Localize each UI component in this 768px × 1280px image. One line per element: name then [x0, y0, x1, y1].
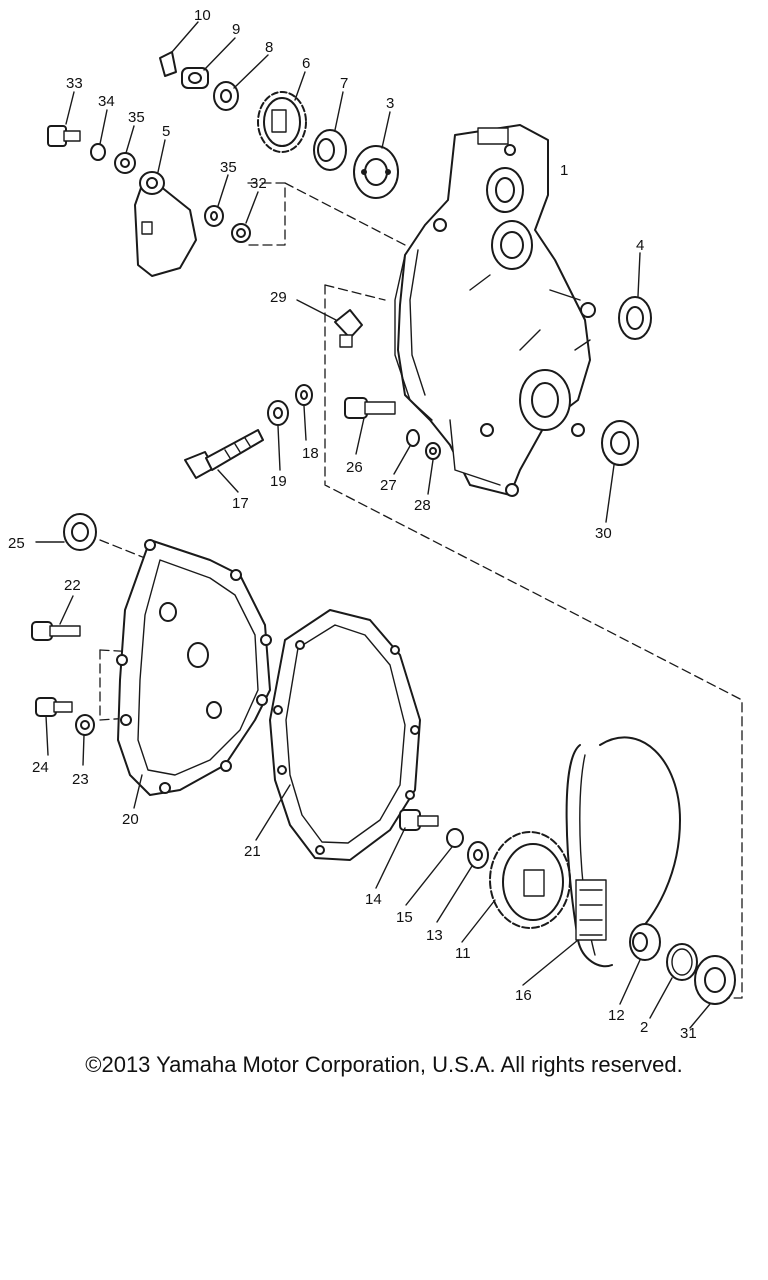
part-label-17: 17 [232, 495, 249, 512]
part-label-26: 26 [346, 459, 363, 476]
part-label-24: 24 [32, 759, 49, 776]
part-30-oil-seal [601, 420, 639, 466]
part-11-sprocket [489, 831, 571, 929]
part-label-9: 9 [232, 21, 240, 38]
part-label-33: 33 [66, 75, 83, 92]
part-label-7: 7 [340, 75, 348, 92]
part-16-chain [565, 736, 681, 968]
part-10-cotter-pin [159, 51, 177, 77]
part-25-seal [63, 513, 97, 551]
part-13-washer [467, 841, 489, 869]
part-32-nut [231, 223, 251, 243]
part-label-6: 6 [302, 55, 310, 72]
part-14-bolt [399, 809, 439, 831]
part-31-bearing [694, 955, 736, 1005]
part-2-circlip [666, 943, 698, 981]
part-5-bracket [134, 171, 197, 277]
part-label-15: 15 [396, 909, 413, 926]
part-33-bolt [47, 125, 81, 147]
part-26-bolt [344, 397, 396, 419]
part-label-14: 14 [365, 891, 382, 908]
part-label-22: 22 [64, 577, 81, 594]
part-label-27: 27 [380, 477, 397, 494]
part-22-bolt [31, 621, 81, 641]
part-35-washer-lower [204, 205, 224, 227]
part-label-12: 12 [608, 1007, 625, 1024]
leader-lines [35, 21, 711, 1029]
part-label-28: 28 [414, 497, 431, 514]
part-15-nut [446, 828, 464, 848]
part-19-nut [267, 400, 289, 426]
copyright-notice: ©2013 Yamaha Motor Corporation, U.S.A. A… [85, 1052, 683, 1077]
part-label-34: 34 [98, 93, 115, 110]
part-label-1: 1 [560, 162, 568, 179]
part-label-8: 8 [265, 39, 273, 56]
part-28-washer [425, 442, 441, 460]
part-label-23: 23 [72, 771, 89, 788]
part-label-4: 4 [636, 237, 644, 254]
part-label-35-lower: 35 [220, 159, 237, 176]
part-12-collar [629, 923, 661, 961]
part-labels: 10 9 8 6 7 3 1 33 34 35 5 35 32 29 4 30 … [8, 7, 697, 1040]
part-7-collar [313, 129, 347, 171]
part-label-19: 19 [270, 473, 287, 490]
part-35-washer [114, 152, 136, 174]
part-label-2: 2 [640, 1019, 648, 1036]
part-label-20: 20 [122, 811, 139, 828]
part-34-spring-washer [90, 143, 106, 161]
part-label-31: 31 [680, 1025, 697, 1040]
gear-case-housing [394, 124, 596, 497]
part-23-washer [75, 714, 95, 736]
part-17-long-bolt [184, 429, 264, 479]
part-label-29: 29 [270, 289, 287, 306]
part-18-washer [295, 384, 313, 406]
part-4-oil-seal [618, 296, 652, 340]
part-label-10: 10 [194, 7, 211, 24]
part-label-35: 35 [128, 109, 145, 126]
part-27-spring-washer [406, 429, 420, 447]
part-label-3: 3 [386, 95, 394, 112]
part-24-bolt [35, 697, 73, 717]
part-29-grease-nipple [334, 309, 363, 348]
part-8-washer [213, 81, 239, 111]
part-21-gasket [269, 609, 421, 861]
exploded-parts-diagram: 10 9 8 6 7 3 1 33 34 35 5 35 32 29 4 30 … [8, 7, 743, 1040]
part-6-sprocket [257, 91, 307, 153]
part-label-11: 11 [455, 945, 471, 962]
part-3-bearing [353, 145, 399, 199]
part-9-nut [181, 67, 209, 89]
part-label-16: 16 [515, 987, 532, 1004]
part-label-32: 32 [250, 175, 267, 192]
part-label-30: 30 [595, 525, 612, 542]
part-label-5: 5 [162, 123, 170, 140]
part-label-18: 18 [302, 445, 319, 462]
part-label-25: 25 [8, 535, 25, 552]
part-label-21: 21 [244, 843, 261, 860]
part-label-13: 13 [426, 927, 443, 944]
part-20-gear-case-cover [116, 539, 272, 796]
